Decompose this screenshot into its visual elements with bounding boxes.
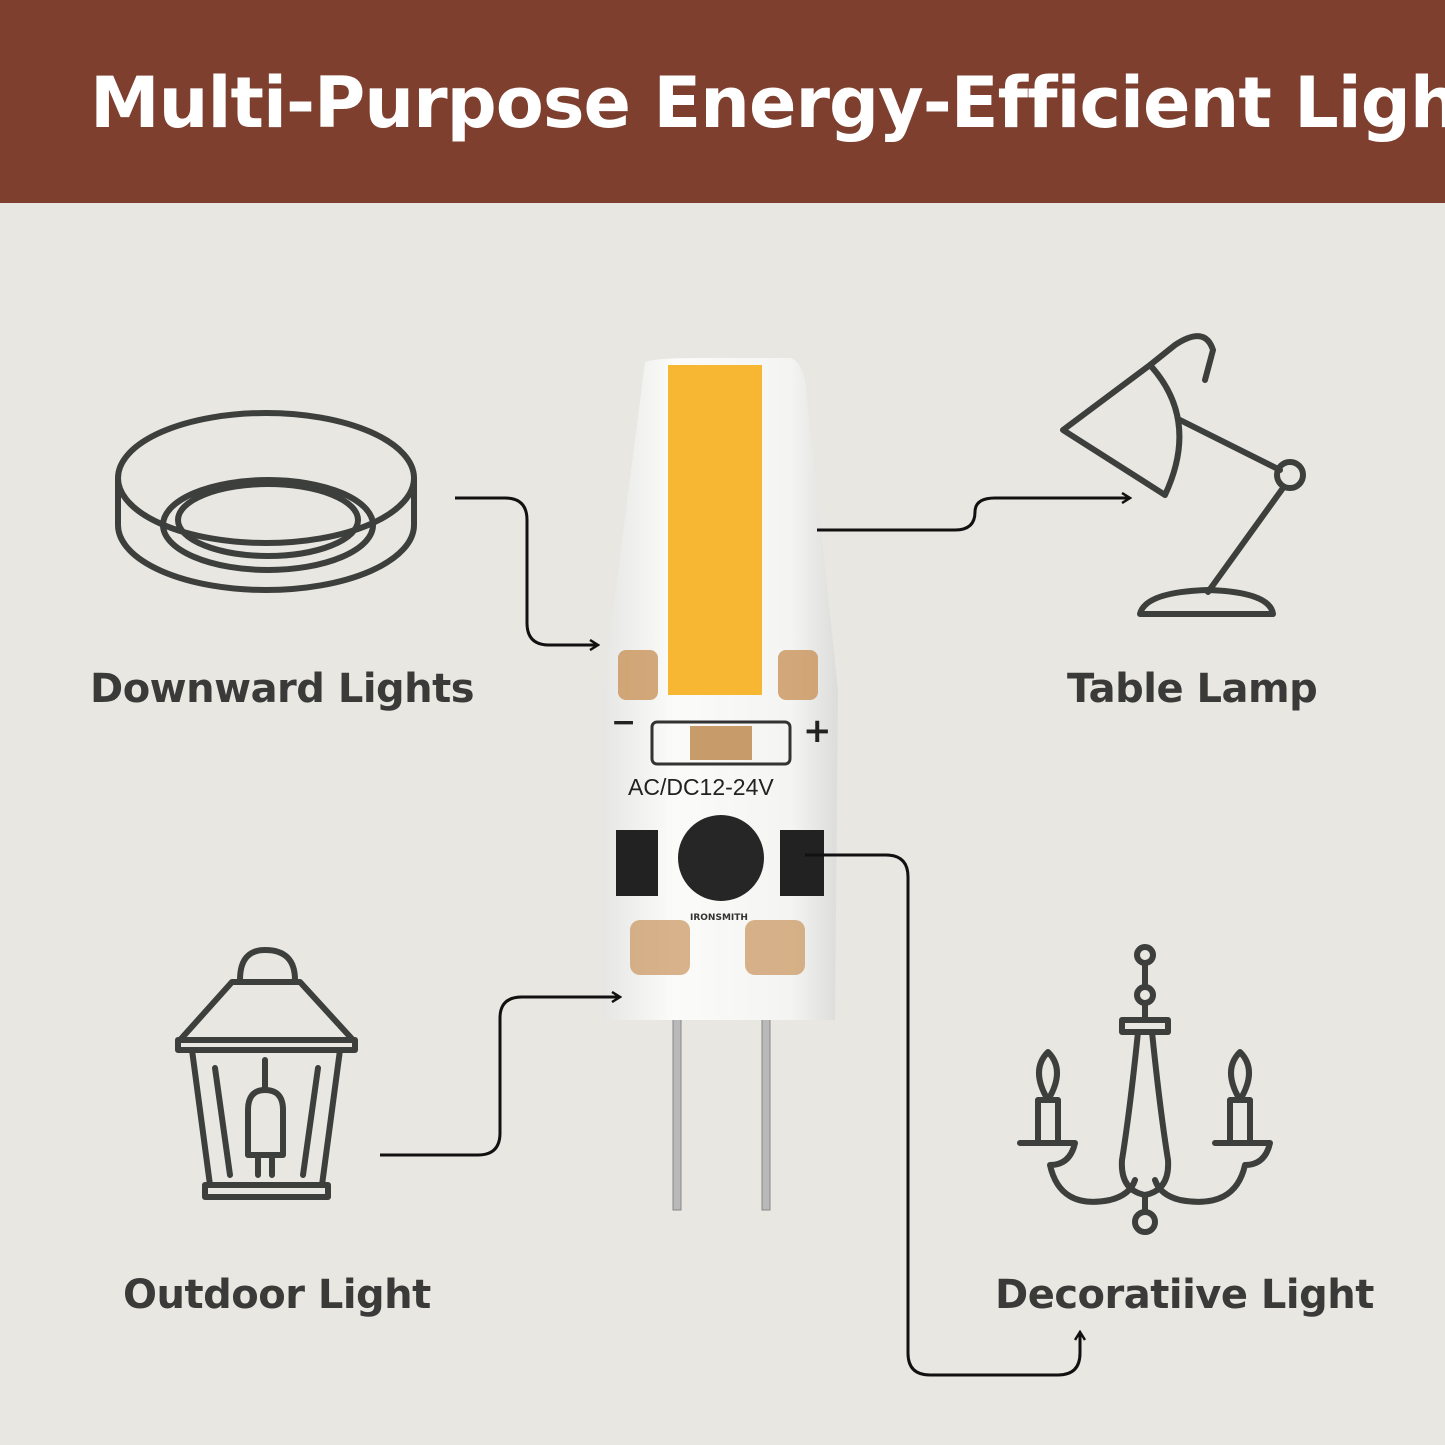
label-decorative-light: Decoratiive Light — [995, 1272, 1374, 1318]
label-outdoor-light: Outdoor Light — [123, 1272, 431, 1318]
chandelier-icon — [1017, 944, 1273, 1235]
pin-left — [672, 999, 682, 1211]
component — [780, 830, 824, 896]
pin-right — [761, 999, 771, 1211]
plus-mark: + — [803, 711, 832, 751]
inductor — [678, 815, 764, 901]
component — [616, 830, 658, 896]
g4-led-bulb — [603, 358, 838, 1211]
table-lamp-icon — [1060, 333, 1306, 617]
minus-mark: − — [611, 705, 636, 740]
downlight-icon — [115, 410, 417, 593]
arrow-table-lamp — [817, 498, 1130, 532]
label-table-lamp: Table Lamp — [1067, 666, 1318, 712]
brand-logo: IRONSMITH — [690, 913, 748, 923]
page-title: Multi-Purpose Energy-Efficient Light — [90, 62, 1445, 144]
label-downward-lights: Downward Lights — [90, 666, 475, 712]
voltage-label: AC/DC12-24V — [628, 774, 774, 800]
led-strip — [668, 365, 762, 695]
header-banner: Multi-Purpose Energy-Efficient Light — [0, 0, 1445, 203]
arrow-decorative-light — [805, 853, 1080, 1377]
arrow-downward-lights — [455, 496, 598, 645]
arrow-outdoor-light — [380, 997, 620, 1157]
lantern-icon — [175, 947, 358, 1200]
